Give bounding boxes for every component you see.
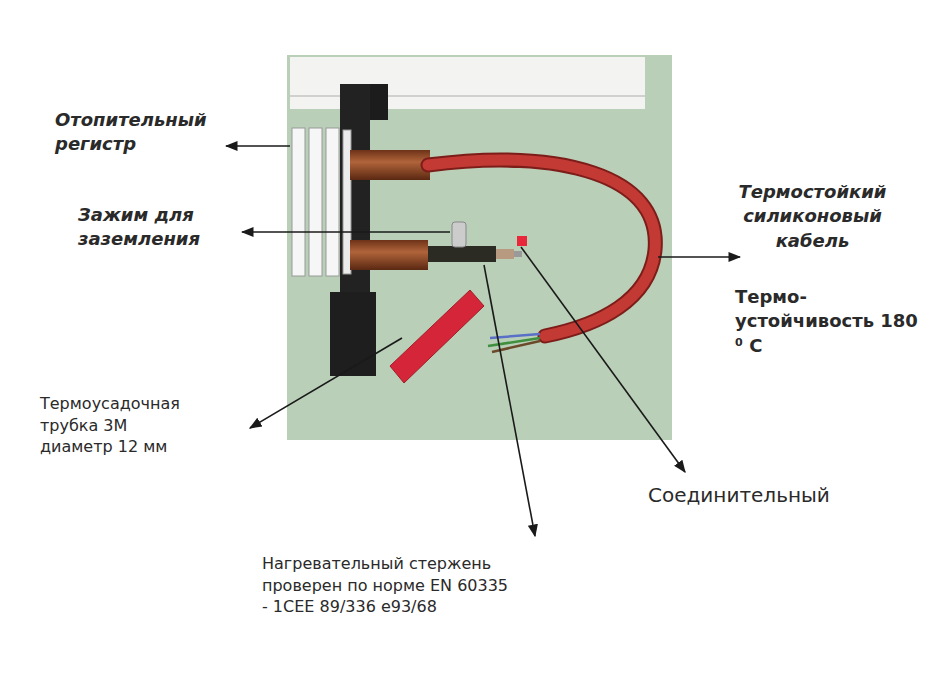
photo-background (287, 55, 672, 440)
radiator-fins (292, 128, 351, 276)
callout-label: Нагревательный стержень проверен по норм… (262, 553, 517, 618)
copper-pipe (350, 240, 428, 270)
rod-terminal (514, 251, 522, 257)
copper-pipe (350, 150, 430, 180)
callout-label: Термоусадочная трубка 3M диаметр 12 мм (40, 393, 188, 458)
cable-wires (488, 334, 540, 352)
heating-rod (428, 246, 496, 262)
leader-lines (226, 146, 740, 536)
connector-cap (517, 236, 527, 246)
callout-label: Термостойкий силиконовый кабель (705, 180, 920, 253)
callout-label: Отопительный регистр (55, 108, 230, 157)
ground-clamp (452, 222, 466, 247)
bracket (330, 292, 376, 376)
callout-label: Соединительный (648, 482, 830, 509)
heat-shrink-tube (390, 290, 484, 383)
callout-label: Зажим для заземления (78, 203, 228, 252)
rod-end (496, 249, 514, 259)
callout-label: Термо- устойчивость 180 ⁰ C (735, 285, 920, 358)
